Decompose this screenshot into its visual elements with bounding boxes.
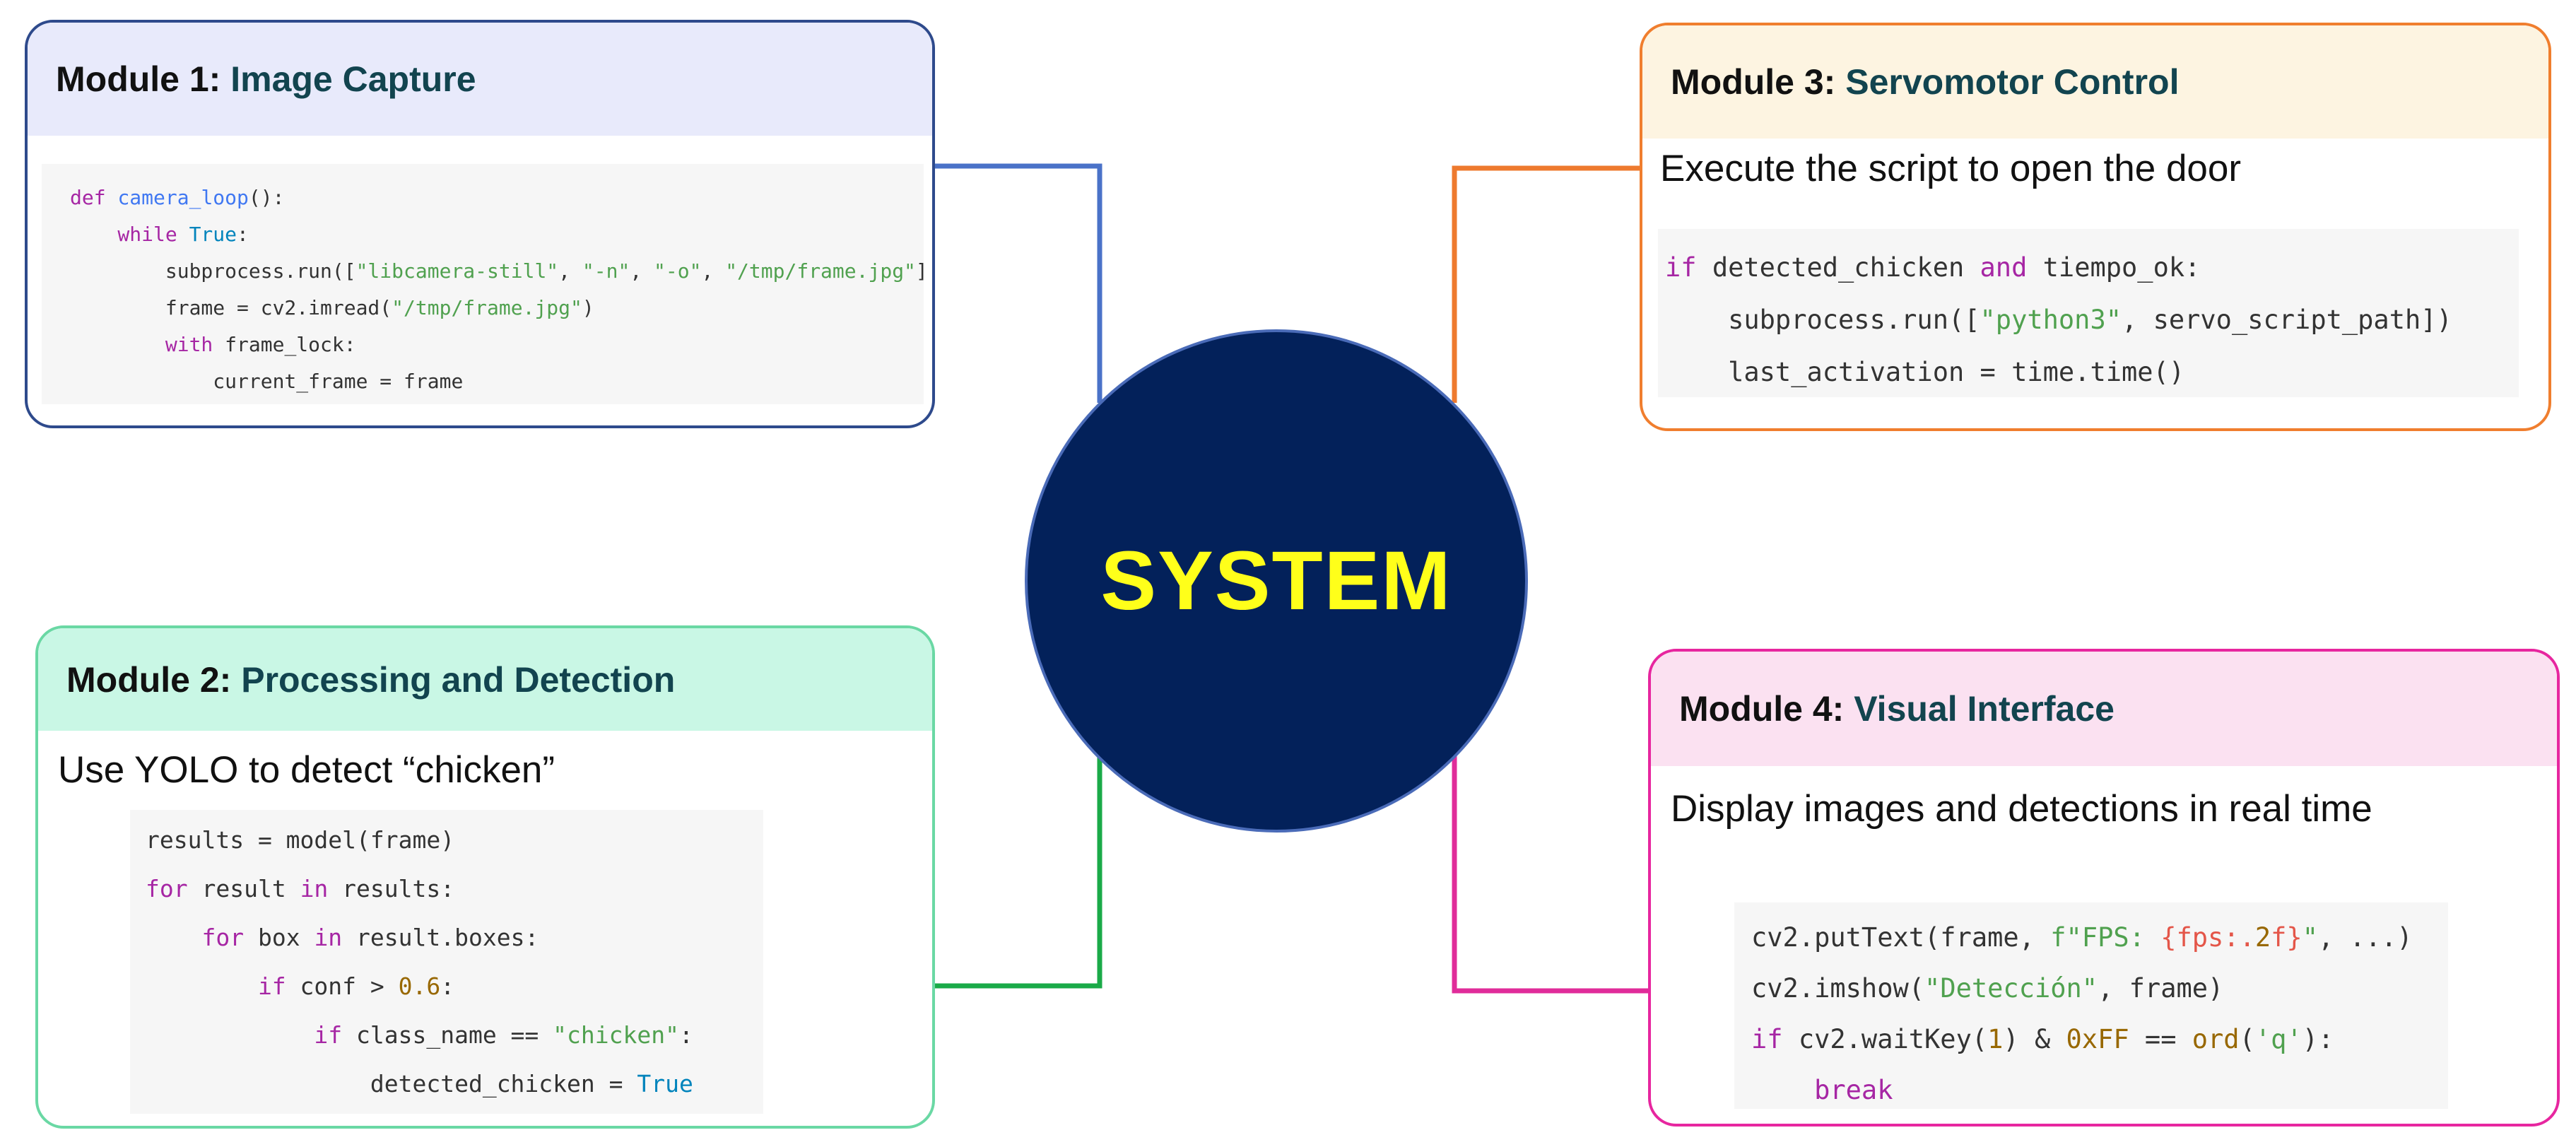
module-4-description: Display images and detections in real ti… <box>1671 788 2372 830</box>
module-2-description: Use YOLO to detect “chicken” <box>58 749 555 791</box>
connector-module-3 <box>1452 165 1640 403</box>
code-line: for box in result.boxes: <box>146 924 539 951</box>
code-line: if cv2.waitKey(1) & 0xFF == ord('q'): <box>1751 1024 2334 1054</box>
code-line: while True: <box>70 223 249 246</box>
code-line: if detected_chicken and tiempo_ok: <box>1665 252 2201 283</box>
module-4-title: Visual Interface <box>1854 689 2115 729</box>
module-1-card: Module 1: Image Capture def camera_loop(… <box>25 20 935 428</box>
module-3-description: Execute the script to open the door <box>1660 148 2242 189</box>
module-2-header: Module 2: Processing and Detection <box>38 628 932 731</box>
code-line: subprocess.run(["python3", servo_script_… <box>1665 305 2452 335</box>
module-2-code-block: results = model(frame) for result in resu… <box>130 810 763 1114</box>
module-1-code-block: def camera_loop(): while True: subproces… <box>42 164 924 404</box>
module-3-title: Servomotor Control <box>1845 62 2180 102</box>
module-1-label: Module 1: <box>56 59 221 99</box>
module-4-card: Module 4: Visual Interface Display image… <box>1648 649 2560 1127</box>
system-center-node: SYSTEM <box>1025 329 1528 833</box>
module-4-code-block: cv2.putText(frame, f"FPS: {fps:.2f}", ..… <box>1734 902 2448 1109</box>
module-3-card: Module 3: Servomotor Control Execute the… <box>1640 23 2551 431</box>
code-line: subprocess.run(["libcamera-still", "-n",… <box>70 259 924 283</box>
code-line: results = model(frame) <box>146 826 455 854</box>
module-1-title: Image Capture <box>230 59 476 99</box>
module-3-header: Module 3: Servomotor Control <box>1642 25 2548 139</box>
code-line: frame = cv2.imread("/tmp/frame.jpg") <box>70 296 594 319</box>
system-label: SYSTEM <box>1100 534 1452 628</box>
code-line: cv2.putText(frame, f"FPS: {fps:.2f}", ..… <box>1751 922 2413 953</box>
connector-module-2 <box>935 756 1102 989</box>
code-line: if class_name == "chicken": <box>146 1021 693 1049</box>
connector-module-4 <box>1452 756 1648 994</box>
module-2-label: Module 2: <box>66 659 232 700</box>
module-2-title: Processing and Detection <box>241 659 676 700</box>
code-line: current_frame = frame <box>70 370 464 393</box>
code-line: break <box>1751 1075 1893 1105</box>
module-2-card: Module 2: Processing and Detection Use Y… <box>35 625 935 1129</box>
module-1-header: Module 1: Image Capture <box>28 23 932 136</box>
module-4-header: Module 4: Visual Interface <box>1651 652 2557 766</box>
code-line: def camera_loop(): <box>70 186 285 209</box>
code-line: cv2.imshow("Detección", frame) <box>1751 973 2224 1004</box>
code-line: for result in results: <box>146 875 455 902</box>
module-4-label: Module 4: <box>1679 689 1845 729</box>
connector-module-1 <box>935 163 1102 403</box>
code-line: if conf > 0.6: <box>146 972 455 1000</box>
code-line: detected_chicken = True <box>146 1070 693 1098</box>
code-line: with frame_lock: <box>70 333 356 356</box>
module-3-label: Module 3: <box>1671 62 1836 102</box>
code-line: last_activation = time.time() <box>1665 357 2185 387</box>
module-3-code-block: if detected_chicken and tiempo_ok: subpr… <box>1658 229 2519 397</box>
